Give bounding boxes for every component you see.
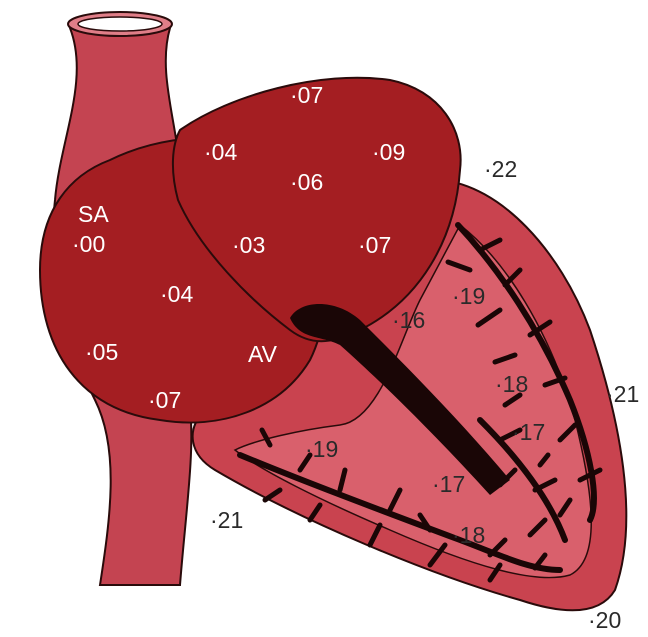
time-left-atrium-lowright: ·07 xyxy=(358,232,391,258)
time-sa-node: ·00 xyxy=(72,231,105,257)
time-left-atrium-lowleft: ·03 xyxy=(232,232,265,258)
time-right-atrium-a: ·04 xyxy=(160,281,193,307)
time-right-ventricle-low: ·17 xyxy=(512,419,545,445)
time-his-bundle: ·16 xyxy=(392,307,425,333)
time-left-atrium-right: ·09 xyxy=(372,139,405,165)
time-left-atrium-left: ·04 xyxy=(204,139,237,165)
time-low-fibers: ·18 xyxy=(452,522,485,548)
time-left-wall: ·21 xyxy=(210,507,243,533)
time-mid-fibers: ·17 xyxy=(432,471,465,497)
av-node-label: AV xyxy=(248,341,278,367)
time-right-atrium-b: ·05 xyxy=(85,339,118,365)
time-left-fibers: ·19 xyxy=(305,436,338,462)
sa-node-label: SA xyxy=(78,201,109,227)
time-left-atrium-top: ·07 xyxy=(290,82,323,108)
time-right-ventricle-mid: ·18 xyxy=(495,371,528,397)
time-left-atrium-center: ·06 xyxy=(290,169,323,195)
time-base-right: ·22 xyxy=(484,156,517,182)
time-right-atrium-c: ·07 xyxy=(148,387,181,413)
time-right-wall: ·21 xyxy=(606,381,639,407)
time-apex: ·20 xyxy=(588,607,621,632)
vessel-opening-inner xyxy=(78,17,162,31)
time-right-ventricle-upper: ·19 xyxy=(452,283,485,309)
